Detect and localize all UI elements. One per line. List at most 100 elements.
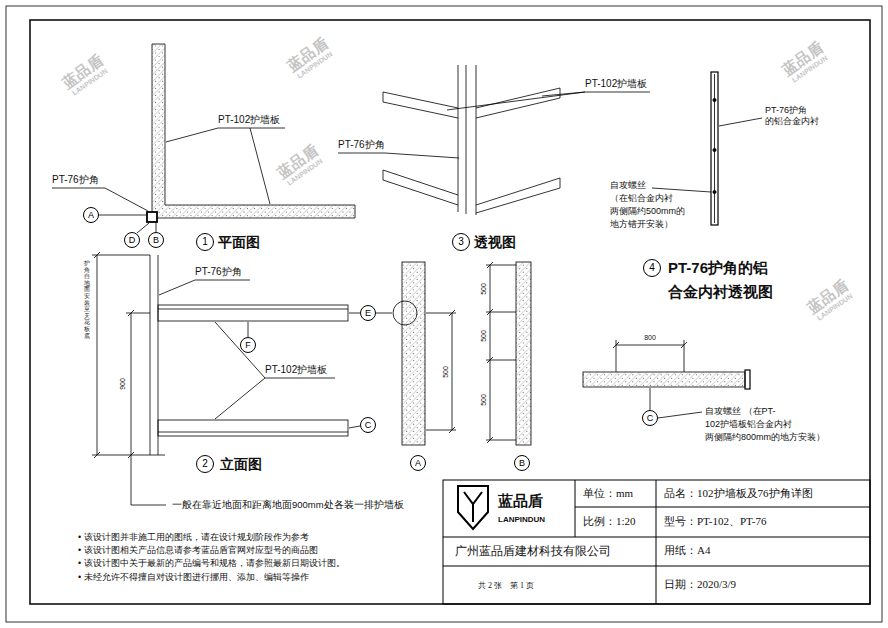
detail-c-part [745, 370, 750, 389]
plan-view-part [166, 128, 218, 142]
callout-number: B [519, 459, 525, 468]
sheet-frame-part [30, 20, 870, 604]
view-title: PT-76护角的铝 合金内衬透视图 [668, 256, 773, 304]
watermark: 蓝品盾LANPINDUN [780, 39, 831, 85]
elevation-view-part [150, 255, 151, 455]
note-text: • 该设计图中关于最新的产品编号和规格，请参照最新日期设计图。 [78, 558, 345, 569]
perspective-view-part [466, 65, 467, 214]
callout-number: D [129, 236, 136, 245]
aluminium-liner-part [719, 118, 762, 126]
title-block-part [575, 507, 870, 508]
part-label: PT-76护角 的铝合金内衬 [765, 105, 819, 127]
title-cell: 日期：2020/3/9 [664, 578, 736, 591]
plan-view-part [137, 223, 149, 233]
title-block [443, 480, 870, 604]
section-b-part [487, 437, 493, 443]
title-cell: 单位：mm [583, 487, 633, 500]
elevation-view-part [126, 313, 150, 314]
callout-number: 1 [202, 237, 208, 247]
plan-view-part [99, 215, 146, 216]
detail-c-part [658, 412, 702, 418]
callout-number: F [245, 341, 251, 350]
title-block-part [443, 480, 870, 604]
elevation-view-part [349, 426, 360, 428]
perspective-view-part [338, 153, 385, 154]
dimension: 900 [119, 378, 127, 390]
perspective-view [338, 65, 650, 215]
callout-bubble: 2 [196, 455, 214, 473]
aluminium-liner-part [713, 190, 716, 193]
title-block-part [464, 492, 482, 522]
section-a [376, 262, 456, 445]
section-b-part [487, 262, 493, 268]
elevation-view [92, 252, 360, 505]
section-b-part [487, 357, 493, 363]
watermark: 蓝品盾LANPINDUN [805, 277, 856, 323]
callout-bubble: F [240, 337, 256, 353]
detail-c-part [583, 372, 745, 387]
title-cell: 比例：1:20 [583, 515, 636, 528]
callout-bubble: 4 [643, 259, 661, 277]
aluminium-liner-part [713, 148, 716, 151]
elevation-view-part [158, 305, 348, 321]
perspective-view-part [383, 102, 458, 118]
perspective-view-part [383, 170, 458, 195]
elevation-view-part [248, 322, 249, 337]
callout-bubble: 1 [196, 233, 214, 251]
perspective-view-part [458, 65, 459, 212]
plan-view-part [147, 212, 157, 222]
perspective-view-part [560, 178, 561, 188]
note-text: 自攻螺丝 （在PT-102护墙板铝合金内衬 两侧隔约800mm的地方安装） [705, 405, 825, 444]
note-text: • 未经允许不得擅自对设计图进行挪用、添加、编辑等操作 [78, 572, 309, 583]
perspective-view-part [476, 88, 560, 108]
view-title: 立面图 [220, 456, 262, 473]
watermark: 蓝品盾LANPINDUN [60, 52, 111, 98]
perspective-view-part [447, 92, 585, 110]
callout-number: 2 [202, 459, 208, 469]
elevation-view-part [92, 255, 150, 256]
callout-number: C [647, 414, 654, 423]
callout-bubble: C [642, 410, 658, 426]
perspective-view-part [560, 88, 561, 98]
part-label: PT-76护角 [195, 266, 242, 278]
section-a-part [402, 262, 425, 445]
title-cell: 用纸：A4 [664, 544, 710, 557]
elevation-view-part [92, 455, 165, 456]
part-label: PT-102护墙板 [218, 114, 280, 126]
elevation-view-part [94, 452, 100, 458]
elevation-view-part [158, 309, 348, 310]
part-label: PT-76护角 [338, 139, 385, 151]
title-cell: 广州蓝品盾建材科技有限公司 [455, 544, 611, 558]
callout-number: E [365, 309, 371, 318]
plan-view-part [250, 128, 270, 204]
title-block-part [575, 480, 576, 537]
plan-view-part [152, 44, 355, 218]
elevation-view-part [159, 280, 195, 295]
callout-number: A [415, 459, 421, 468]
callout-bubble: B [148, 232, 164, 248]
section-a-part [376, 313, 392, 314]
elevation-view-part [265, 378, 335, 379]
perspective-view-part [585, 92, 650, 93]
detail-c-part [681, 342, 687, 348]
sheet-frame-part [6, 6, 882, 622]
note-text: 自攻螺丝 （在铝合金内衬 两侧隔约500mm的 地方错开安装） [610, 179, 685, 231]
section-b-part [487, 309, 493, 315]
detail-c-part [613, 342, 619, 348]
elevation-view-part [94, 252, 100, 258]
perspective-view-part [383, 92, 458, 108]
elevation-view-part [195, 280, 250, 281]
view-title: 透视图 [474, 234, 516, 251]
callout-number: 4 [649, 263, 655, 273]
aluminium-liner-part [711, 72, 718, 225]
part-label: PT-76护角 [52, 174, 99, 186]
callout-bubble: A [83, 207, 99, 223]
callout-bubble: 3 [452, 233, 470, 251]
callout-bubble: C [360, 417, 376, 433]
plan-view [52, 44, 355, 233]
perspective-view-part [476, 188, 560, 213]
watermark: 蓝品盾LANPINDUN [275, 142, 326, 188]
view-title: 平面图 [218, 234, 260, 251]
elevation-view-part [215, 322, 265, 378]
